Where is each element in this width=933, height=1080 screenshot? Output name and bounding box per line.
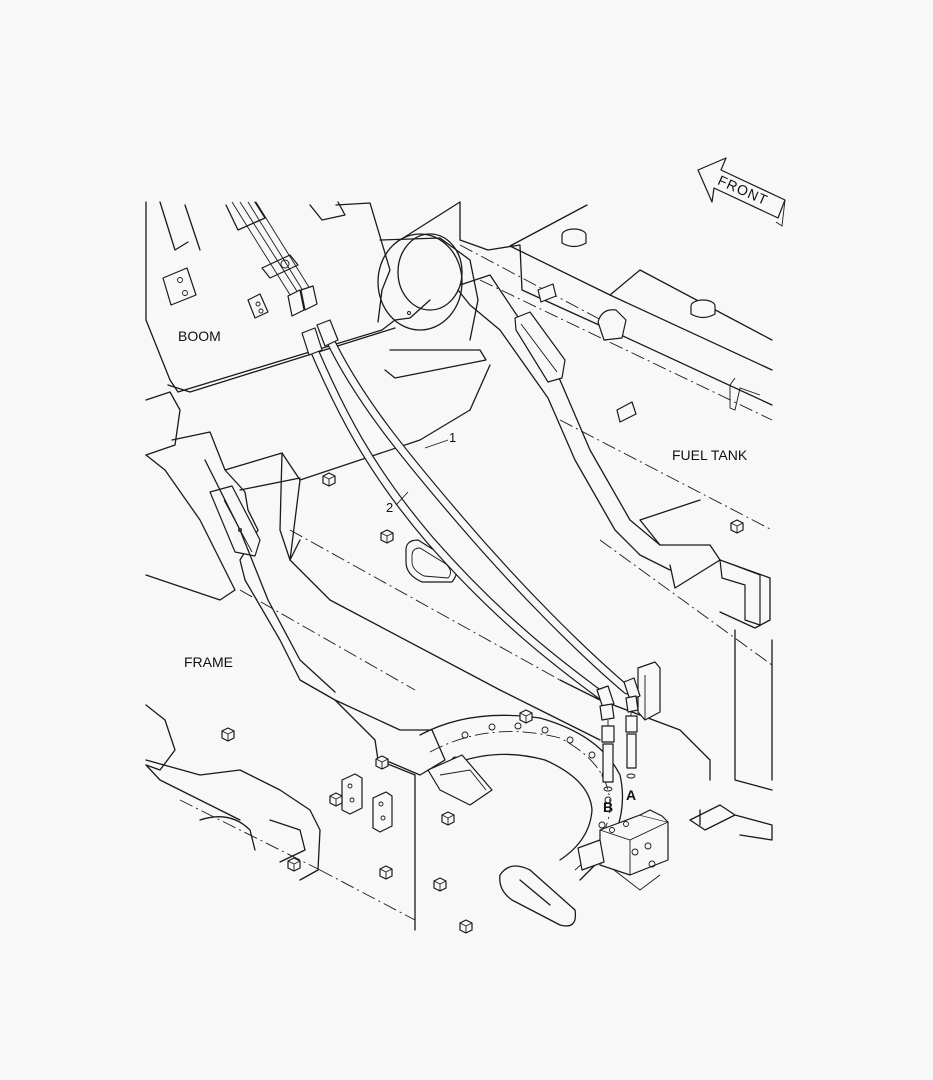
front-arrow [697, 157, 786, 227]
frame-deck [224, 364, 561, 691]
frame-left [145, 391, 376, 821]
frame-blocks [341, 661, 661, 833]
leader-2 [395, 491, 409, 506]
boom [145, 201, 431, 393]
leader-1 [424, 439, 449, 449]
frame-lower [145, 679, 773, 931]
port-b-label: B [603, 799, 614, 815]
adapter-b [601, 720, 615, 792]
bolt-heads [221, 472, 744, 934]
hose-1 [316, 319, 641, 713]
fuel-tank [399, 201, 773, 423]
port-a-label: A [626, 787, 637, 803]
boom-label: BOOM [178, 328, 221, 344]
bearing-bolt-holes [451, 722, 612, 852]
boom-pipes [231, 201, 318, 317]
swing-bearing [419, 714, 624, 881]
boom-foot [377, 233, 487, 379]
fuel-tank-label: FUEL TANK [672, 447, 748, 463]
control-valve [577, 809, 669, 891]
frame-right [457, 274, 773, 791]
frame-label: FRAME [184, 654, 233, 670]
hose-2 [301, 327, 615, 721]
callout-1: 1 [449, 430, 457, 445]
callout-2: 2 [386, 500, 394, 515]
adapter-a [625, 712, 638, 779]
